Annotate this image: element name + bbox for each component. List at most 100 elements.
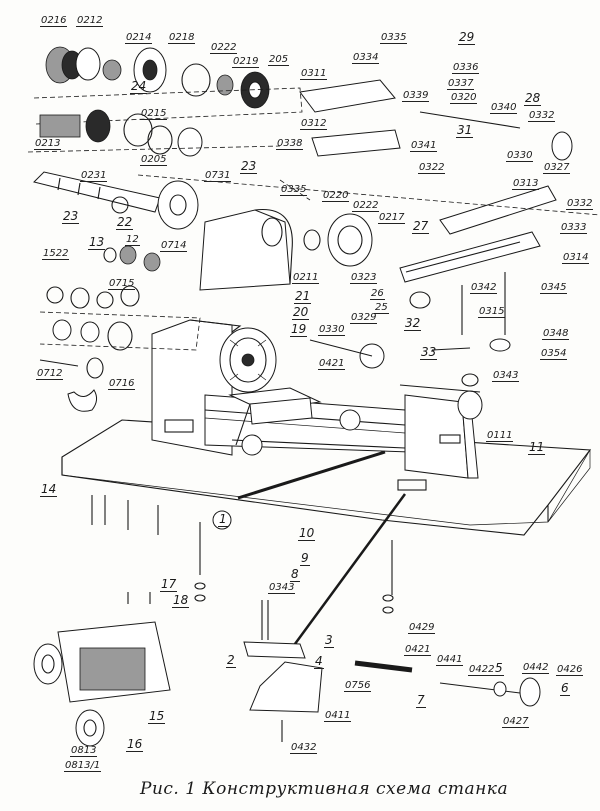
part-label-0211: 0211 [292,272,320,284]
part-label-5: 5 [494,661,504,676]
part-label-0215: 0215 [140,108,168,120]
part-label-0231: 0231 [80,170,108,182]
part-label-0218-a: 0218 [168,32,196,44]
part-label-0219: 0219 [232,56,260,68]
part-label-14: 14 [40,482,58,497]
part-label-9: 9 [300,551,310,566]
part-label-22: 22 [116,215,134,230]
part-label-0345: 0345 [540,282,568,294]
part-label-29: 29 [458,30,476,45]
gear-train-left [39,245,201,412]
part-label-0442: 0442 [522,662,550,674]
part-label-0340: 0340 [490,102,518,114]
part-label-0341: 0341 [410,140,438,152]
part-label-0421: 0421 [318,358,346,370]
part-label-0756: 0756 [344,680,372,692]
part-label-4: 4 [314,654,324,669]
part-label-12: 12 [125,234,140,246]
part-label-0312: 0312 [300,118,328,130]
part-label-0335-a: 0335 [380,32,408,44]
part-label-0216: 0216 [40,15,68,27]
part-label-0336: 0336 [452,62,480,74]
part-label-205: 205 [268,54,290,66]
part-label-0222-a: 0222 [210,42,238,54]
part-label-33: 33 [420,345,438,360]
part-label-0315: 0315 [478,306,506,318]
part-label-19: 19 [290,322,308,337]
part-label-0332-b: 0332 [566,198,594,210]
part-label-17: 17 [160,577,178,592]
pedestal-assembly [243,600,541,742]
tailstock [397,373,483,491]
part-label-0337: 0337 [447,78,475,90]
part-label-31: 31 [456,123,474,138]
part-label-0329: 0329 [350,312,378,324]
carriage [228,387,361,456]
part-label-0214: 0214 [125,32,153,44]
part-label-27: 27 [412,219,430,234]
part-label-13: 13 [88,235,106,250]
part-label-0343-a: 0343 [492,370,520,382]
part-label-1: 1 [218,512,228,527]
part-label-15: 15 [148,709,166,724]
part-label-20: 20 [292,305,310,320]
lead-screw-assembly [137,79,600,369]
part-label-0311: 0311 [300,68,328,80]
headstock-cover [199,208,293,291]
part-label-3: 3 [324,633,334,648]
part-label-0354: 0354 [540,348,568,360]
part-label-0313: 0313 [512,178,540,190]
part-label-0327: 0327 [543,162,571,174]
part-label-0212: 0212 [76,15,104,27]
part-label-0338: 0338 [276,138,304,150]
part-label-1522: 1522 [42,248,70,260]
part-label-0343-b: 0343 [268,582,296,594]
part-label-10: 10 [298,526,316,541]
part-label-0427: 0427 [502,716,530,728]
part-label-0334: 0334 [352,52,380,64]
part-label-2: 2 [226,653,236,668]
part-label-0813-1: 0813/1 [64,760,102,772]
part-label-32: 32 [404,316,422,331]
part-label-0330-b: 0330 [318,324,346,336]
part-label-0441: 0441 [436,654,464,666]
part-label-0422: 0422 [468,664,496,676]
part-label-0217: 0217 [378,212,406,224]
lower-linkage [194,450,407,649]
part-label-8: 8 [290,567,300,582]
part-label-0421-b: 0421 [404,644,432,656]
part-label-0348: 0348 [542,328,570,340]
part-label-0333: 0333 [560,222,588,234]
part-label-0111: 0111 [486,430,514,442]
part-label-0432: 0432 [290,742,318,754]
part-label-16: 16 [126,737,144,752]
part-label-25: 25 [374,302,389,314]
mounting-bolts [91,495,159,535]
part-label-0339: 0339 [402,90,430,102]
part-label-0323: 0323 [350,272,378,284]
part-label-24: 24 [130,79,148,94]
part-label-0426: 0426 [556,664,584,676]
part-label-18: 18 [172,593,190,608]
part-label-0429: 0429 [408,622,436,634]
part-label-0314: 0314 [562,252,590,264]
spindle-shaft [33,171,199,230]
part-label-6: 6 [560,681,570,696]
part-label-11: 11 [528,440,546,455]
part-label-0715: 0715 [108,278,136,290]
part-label-0320: 0320 [450,92,478,104]
part-label-0716: 0716 [108,378,136,390]
part-label-0712: 0712 [36,368,64,380]
part-label-0222-b: 0222 [352,200,380,212]
part-label-28: 28 [524,91,542,106]
part-label-23-b: 23 [62,209,80,224]
part-label-26: 26 [370,288,385,300]
part-label-0213: 0213 [34,138,62,150]
part-label-21: 21 [294,289,312,304]
part-label-0342: 0342 [470,282,498,294]
part-label-7: 7 [416,693,426,708]
part-label-0322: 0322 [418,162,446,174]
part-label-0205: 0205 [140,154,168,166]
